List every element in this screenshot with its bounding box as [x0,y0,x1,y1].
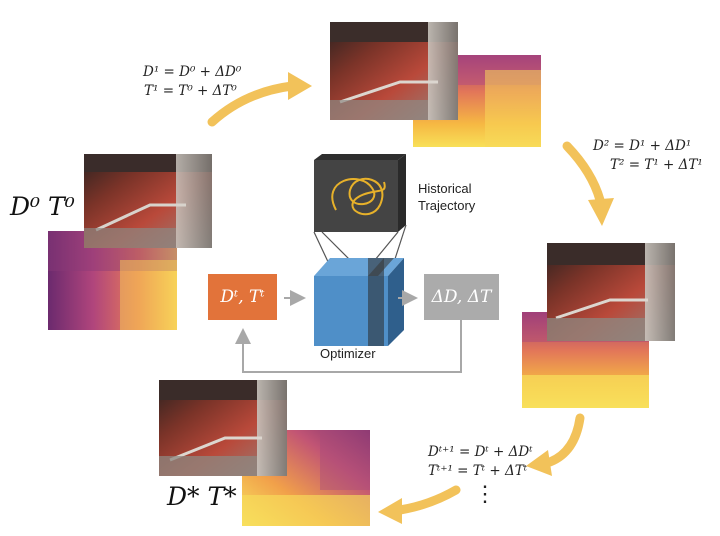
arrow-step-t [526,413,585,476]
history-label-line1: Historical [418,181,472,196]
update-eq-t-D: Dᵗ⁺¹ = Dᵗ + ΔDᵗ [428,444,533,460]
current-estimate-box: Dᵗ, Tᵗ [208,274,277,320]
rgb-image-1 [330,22,458,120]
arrow-step-final [378,485,461,524]
ellipsis: ⋮ [474,482,496,507]
arrow-step-1 [207,72,312,127]
update-eq-1-D: D¹ = D⁰ + ΔD⁰ [143,64,242,80]
final-state-label: D* T* [167,482,237,511]
optimizer-label: Optimizer [320,346,376,361]
optimizer-cube [314,258,404,346]
update-eq-2-T: T² = T¹ + ΔT¹ [610,157,703,173]
update-box: ΔD, ΔT [424,274,499,320]
historical-trajectory-panel [314,154,406,232]
flow-arrows [235,290,462,373]
history-label-line2: Trajectory [418,198,476,213]
rgb-image-2 [547,243,675,341]
current-estimate-label: Dᵗ, Tᵗ [220,287,265,307]
rgb-image-final [159,380,287,476]
update-eq-t-T: Tᵗ⁺¹ = Tᵗ + ΔTᵗ [428,463,528,479]
update-eq-1-T: T¹ = T⁰ + ΔT⁰ [144,83,237,99]
trajectory-curve [331,177,386,216]
arrow-step-2 [562,141,614,226]
update-label: ΔD, ΔT [431,287,492,307]
update-eq-2-D: D² = D¹ + ΔD¹ [593,138,692,154]
rgb-image-0 [84,154,212,248]
initial-state-label: D⁰ T⁰ [10,192,75,221]
